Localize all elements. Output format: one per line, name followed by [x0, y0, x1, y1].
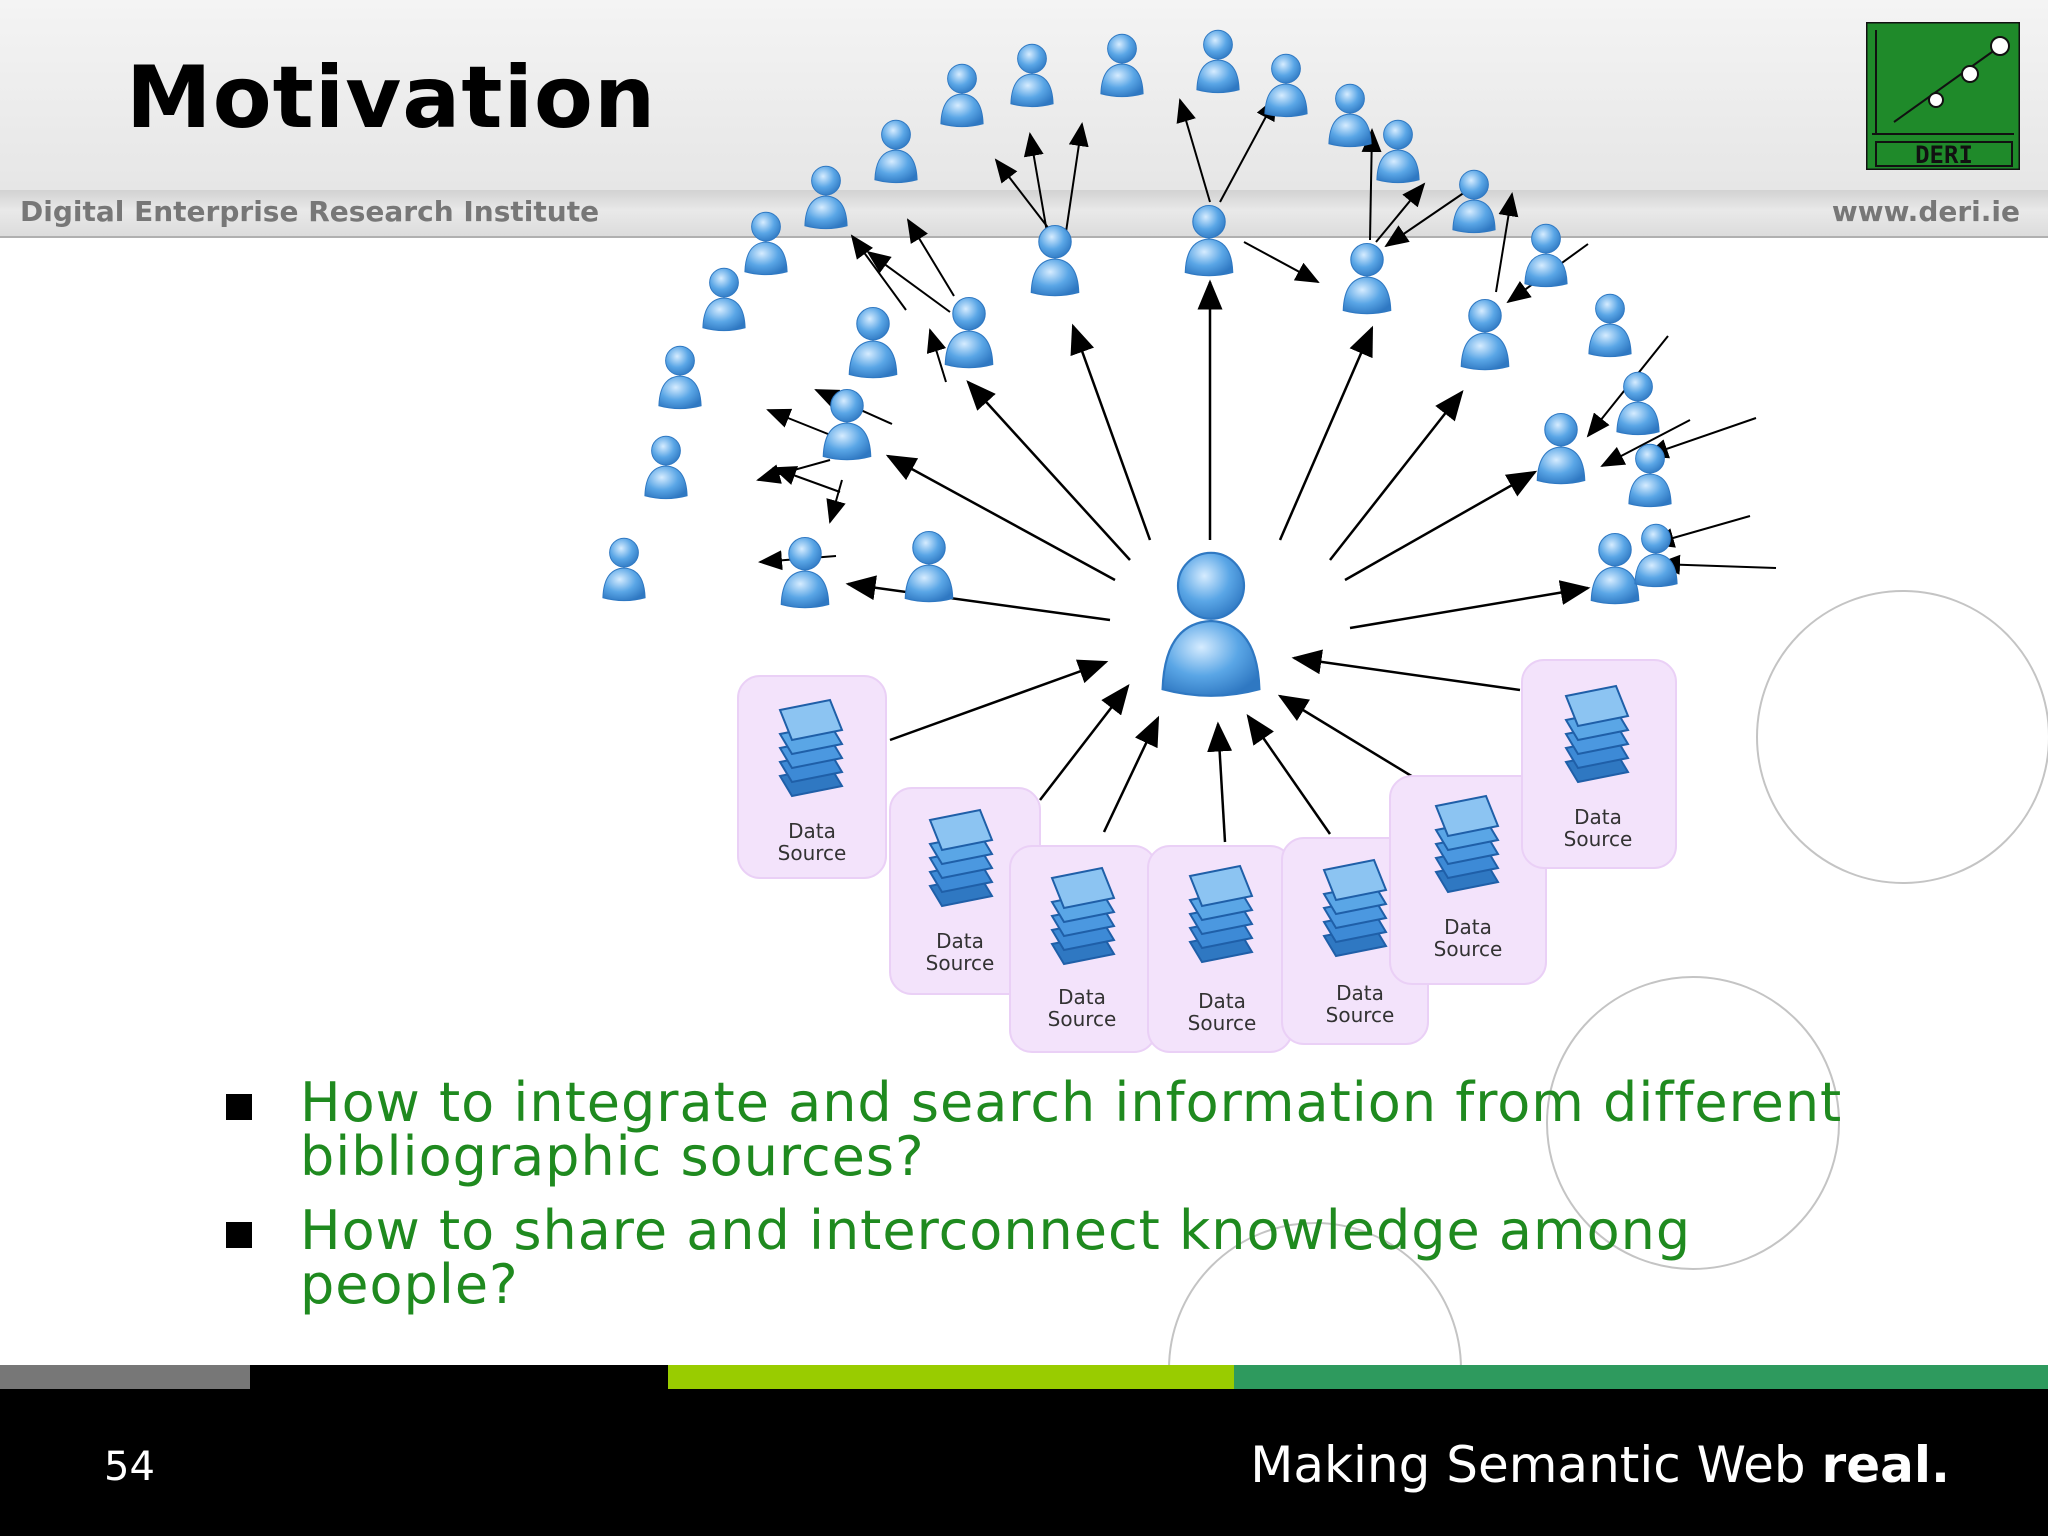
svg-text:Source: Source: [1564, 827, 1633, 851]
person-icon: [1100, 33, 1144, 98]
person-icon: [602, 537, 646, 602]
person-icon: [1634, 523, 1678, 588]
svg-text:Data: Data: [1198, 989, 1246, 1013]
person-icon: [904, 530, 954, 603]
color-bar-black: [250, 1365, 668, 1389]
svg-text:Data: Data: [1574, 805, 1622, 829]
slide-title: Motivation: [126, 48, 657, 148]
svg-text:Source: Source: [1434, 937, 1503, 961]
person-icon: [1616, 371, 1660, 436]
bullet-item: How to share and interconnect knowledge …: [220, 1204, 1860, 1312]
svg-text:Source: Source: [1048, 1007, 1117, 1031]
color-bar-lime: [668, 1365, 1234, 1389]
page-number: 54: [104, 1444, 155, 1490]
central-person-icon: [1161, 551, 1261, 697]
data-source-node: Data Source: [889, 787, 1041, 995]
svg-text:Source: Source: [1326, 1003, 1395, 1027]
person-icon: [1264, 53, 1308, 118]
logo-text: DERI: [1915, 141, 1973, 169]
person-icon: [644, 435, 688, 500]
data-sources: Data Source Data Source Data Source Data…: [737, 659, 1677, 1053]
bullet-list: How to integrate and search information …: [220, 1076, 1860, 1332]
person-icon: [744, 211, 788, 276]
person-icon: [822, 388, 872, 461]
svg-text:Data: Data: [1336, 981, 1384, 1005]
person-icon: [1536, 412, 1586, 485]
person-icon: [1590, 532, 1640, 605]
person-icon: [848, 306, 898, 379]
color-bar-green: [1234, 1365, 2048, 1389]
website-url: www.deri.ie: [1831, 195, 2020, 228]
person-icon: [1196, 29, 1240, 94]
people-nodes: [602, 29, 1678, 697]
svg-text:Source: Source: [926, 951, 995, 975]
connection-arrows: [845, 279, 1591, 843]
deri-logo: DERI: [1866, 22, 2020, 170]
bullet-square-icon: [226, 1222, 252, 1248]
color-bar-gray: [0, 1365, 250, 1389]
decorative-circle: [1756, 590, 2048, 884]
person-icon: [1452, 169, 1496, 234]
person-icon: [658, 345, 702, 410]
person-icon: [1376, 119, 1420, 184]
slogan-bold: real.: [1821, 1436, 1950, 1494]
slide-footer: [0, 1389, 2048, 1536]
svg-text:Data: Data: [788, 819, 836, 843]
bullet-square-icon: [226, 1094, 252, 1120]
data-source-node: Data Source: [1009, 845, 1157, 1053]
data-source-node: Data Source: [737, 675, 887, 879]
slogan-light: Making Semantic Web: [1250, 1436, 1822, 1494]
data-source-node: Data Source: [1521, 659, 1677, 869]
svg-text:Data: Data: [1058, 985, 1106, 1009]
person-icon: [944, 296, 994, 369]
person-icon: [1030, 224, 1080, 297]
svg-text:Source: Source: [1188, 1011, 1257, 1035]
person-icon: [874, 119, 918, 184]
person-icon: [1184, 204, 1234, 277]
person-icon: [1328, 83, 1372, 148]
decorative-circle: [1546, 976, 1840, 1270]
bullet-text: How to integrate and search information …: [300, 1071, 1843, 1188]
bullet-item: How to integrate and search information …: [220, 1076, 1860, 1184]
bullet-text: How to share and interconnect knowledge …: [300, 1199, 1692, 1316]
person-icon: [780, 536, 830, 609]
svg-text:Data: Data: [936, 929, 984, 953]
footer-color-bar: [0, 1365, 2048, 1389]
person-icon: [1588, 293, 1632, 358]
institute-name: Digital Enterprise Research Institute: [20, 195, 600, 228]
secondary-arrows: [756, 96, 1777, 575]
person-icon: [1524, 223, 1568, 288]
data-source-node: Data Source: [1389, 775, 1547, 985]
svg-text:Data: Data: [1444, 915, 1492, 939]
svg-text:Source: Source: [778, 841, 847, 865]
data-source-node: Data Source: [1147, 845, 1293, 1053]
person-icon: [1010, 43, 1054, 108]
person-icon: [1342, 242, 1392, 315]
person-icon: [804, 165, 848, 230]
person-icon: [1460, 298, 1510, 371]
person-icon: [1628, 443, 1672, 508]
social-network-diagram: Data Source Data Source Data Source Data…: [602, 29, 1777, 1053]
person-icon: [940, 63, 984, 128]
footer-slogan: Making Semantic Web real.: [1250, 1436, 1950, 1494]
person-icon: [702, 267, 746, 332]
